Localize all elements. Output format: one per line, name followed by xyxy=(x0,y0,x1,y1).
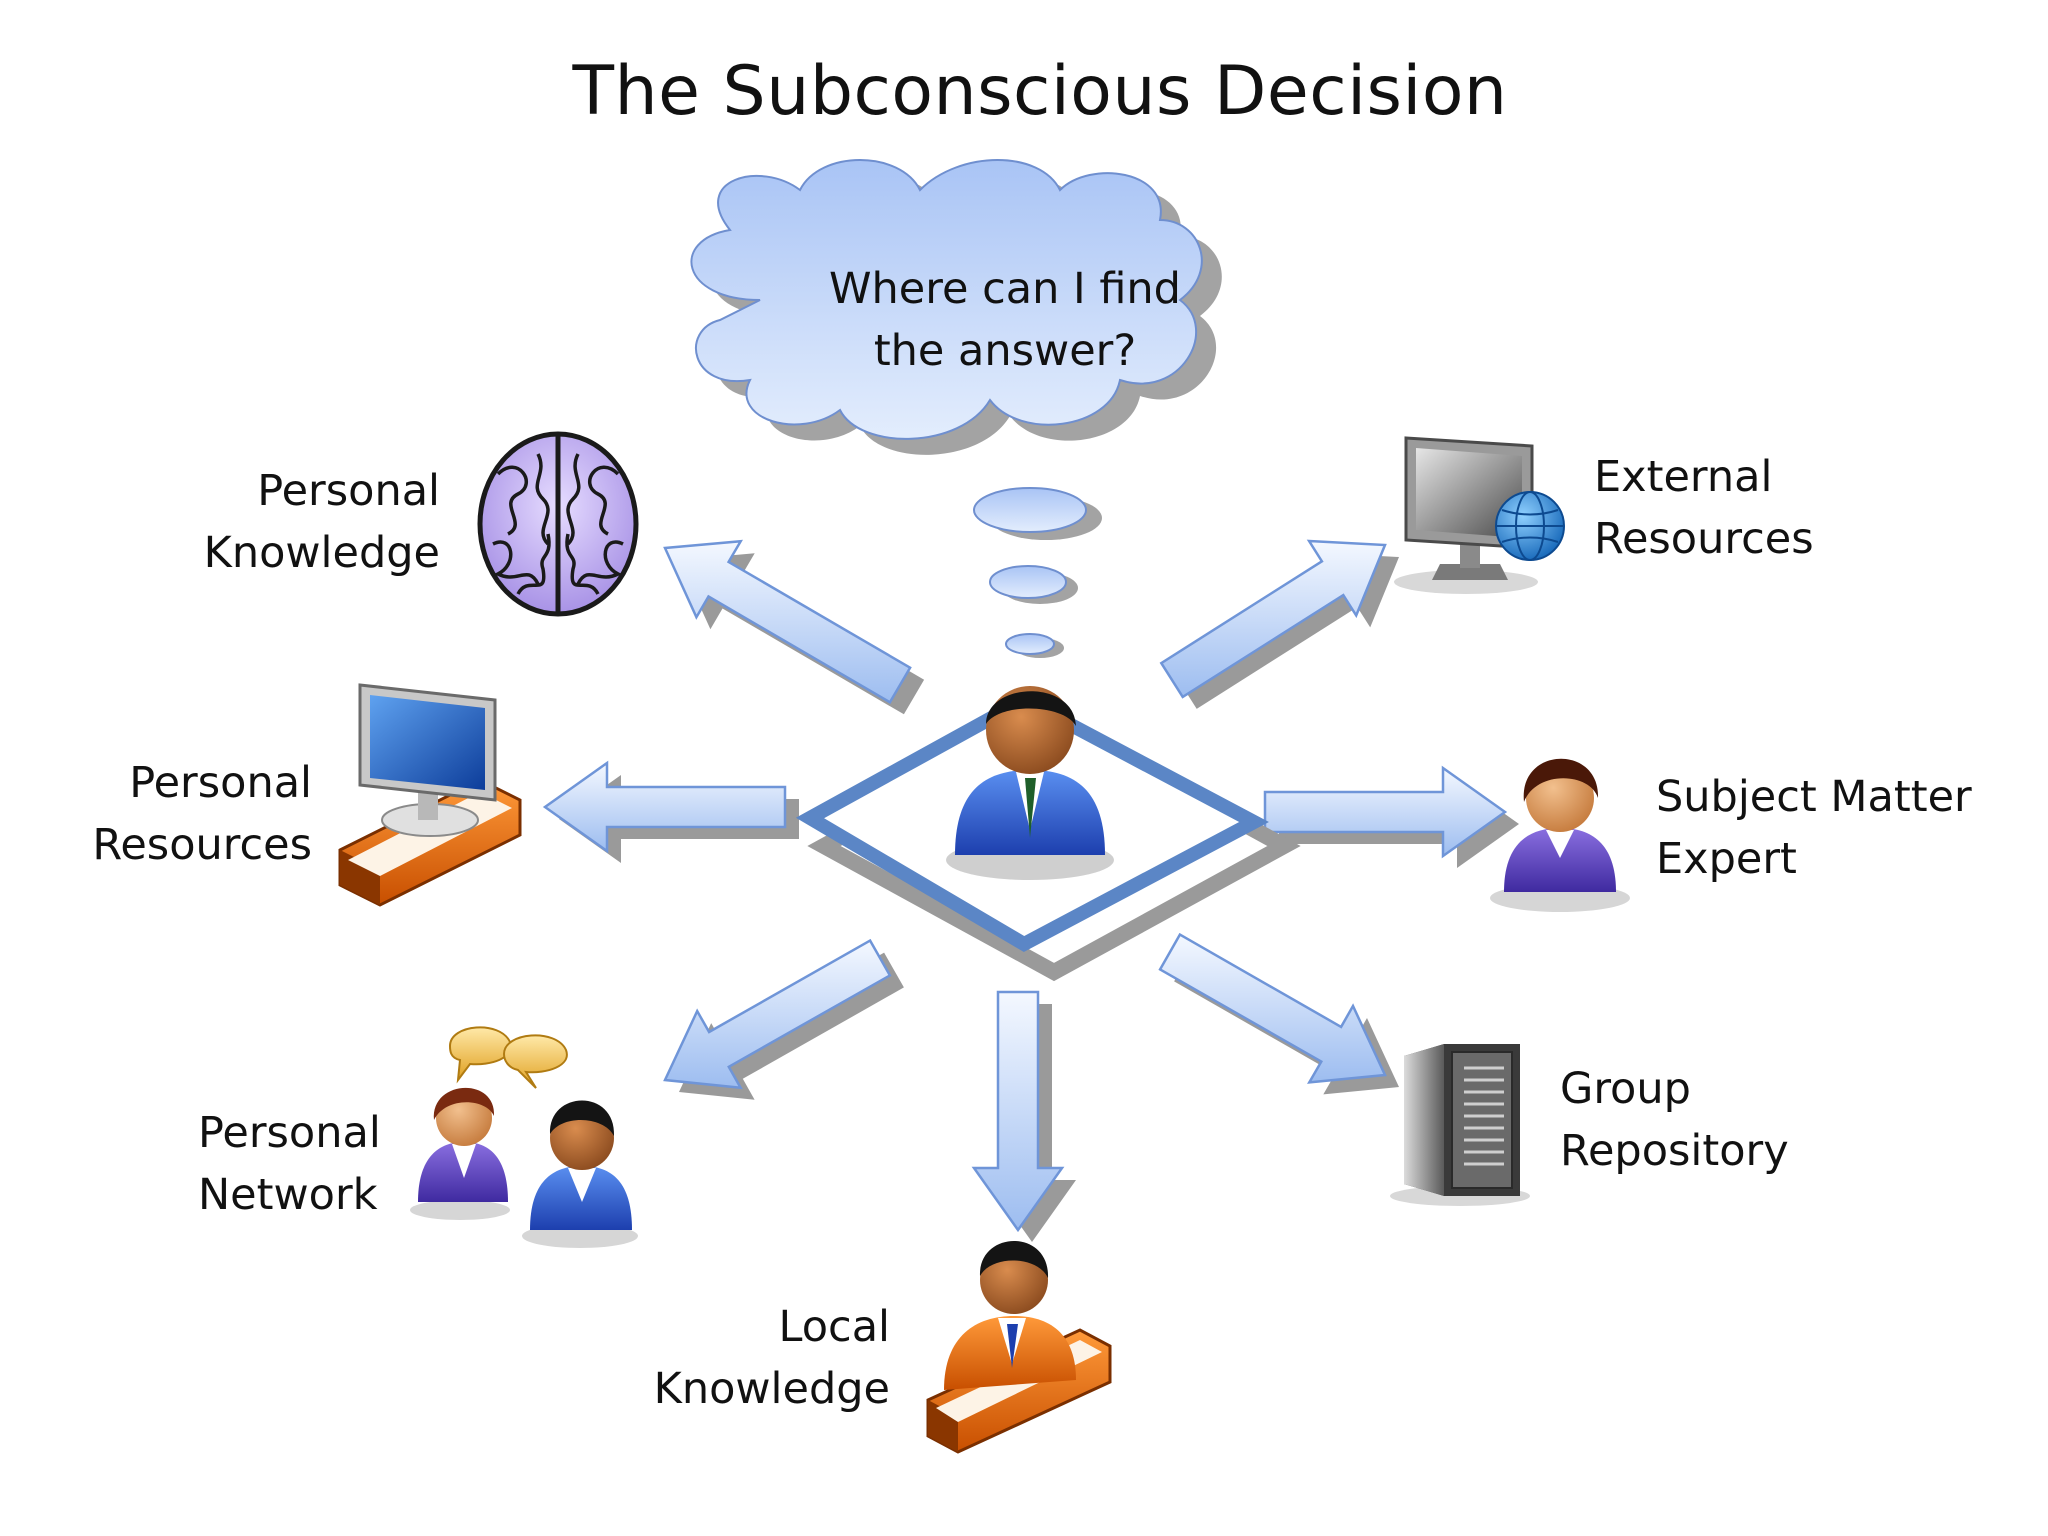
label-line: External xyxy=(1594,452,1773,502)
person-book-icon xyxy=(926,1241,1112,1454)
question-line-1: Where can I find xyxy=(829,264,1181,314)
label-line: Personal xyxy=(257,466,440,516)
arrow-to-subject-matter-expert-body xyxy=(1263,765,1508,859)
label-line: Group xyxy=(1560,1064,1691,1114)
people-chat-icon xyxy=(410,1026,638,1248)
arrow-to-local-knowledge-body xyxy=(971,990,1065,1233)
label-line: Knowledge xyxy=(203,528,440,578)
arrow-to-personal-network xyxy=(663,938,904,1100)
thought-cloud xyxy=(690,159,1222,658)
label-line: Subject Matter xyxy=(1656,772,1972,822)
label-external-resources: External Resources xyxy=(1594,446,1814,570)
expert-person-icon xyxy=(1490,758,1630,912)
label-line: Personal xyxy=(198,1108,381,1158)
arrow-to-personal-resources xyxy=(542,760,799,863)
label-line: Resources xyxy=(92,820,312,870)
label-line: Network xyxy=(198,1170,378,1220)
label-line: Repository xyxy=(1560,1126,1789,1176)
arrow-to-personal-resources-body xyxy=(542,760,787,854)
decision-maker-person-icon xyxy=(946,686,1114,880)
label-local-knowledge: Local Knowledge xyxy=(654,1296,890,1420)
computer-book-icon xyxy=(338,683,522,907)
arrow-to-group-repository xyxy=(1158,932,1399,1095)
arrow-to-personal-network-body xyxy=(663,938,892,1090)
label-line: Local xyxy=(778,1302,890,1352)
question-text: Where can I find the answer? xyxy=(780,258,1230,382)
arrows-group xyxy=(542,539,1519,1242)
arrow-to-local-knowledge xyxy=(971,990,1076,1242)
label-personal-network: Personal Network xyxy=(198,1102,381,1226)
label-line: Expert xyxy=(1656,834,1797,884)
label-subject-matter-expert: Subject Matter Expert xyxy=(1656,766,1972,890)
label-personal-knowledge: Personal Knowledge xyxy=(204,460,440,584)
label-line: Personal xyxy=(129,758,312,808)
arrow-to-group-repository-body xyxy=(1158,932,1387,1084)
server-icon xyxy=(1390,1044,1530,1206)
page-title: The Subconscious Decision xyxy=(572,52,1508,131)
arrow-to-personal-knowledge xyxy=(663,539,925,715)
arrow-to-external-resources-body xyxy=(1159,539,1387,699)
brain-icon xyxy=(477,431,639,617)
label-group-repository: Group Repository xyxy=(1560,1058,1789,1182)
label-line: Knowledge xyxy=(653,1364,890,1414)
label-line: Resources xyxy=(1594,514,1814,564)
question-line-2: the answer? xyxy=(873,326,1137,376)
label-personal-resources: Personal Resources xyxy=(92,752,312,876)
arrow-to-external-resources xyxy=(1159,539,1399,709)
arrow-to-personal-knowledge-body xyxy=(663,539,912,705)
computer-globe-icon xyxy=(1394,436,1565,594)
arrow-to-subject-matter-expert xyxy=(1263,765,1519,868)
